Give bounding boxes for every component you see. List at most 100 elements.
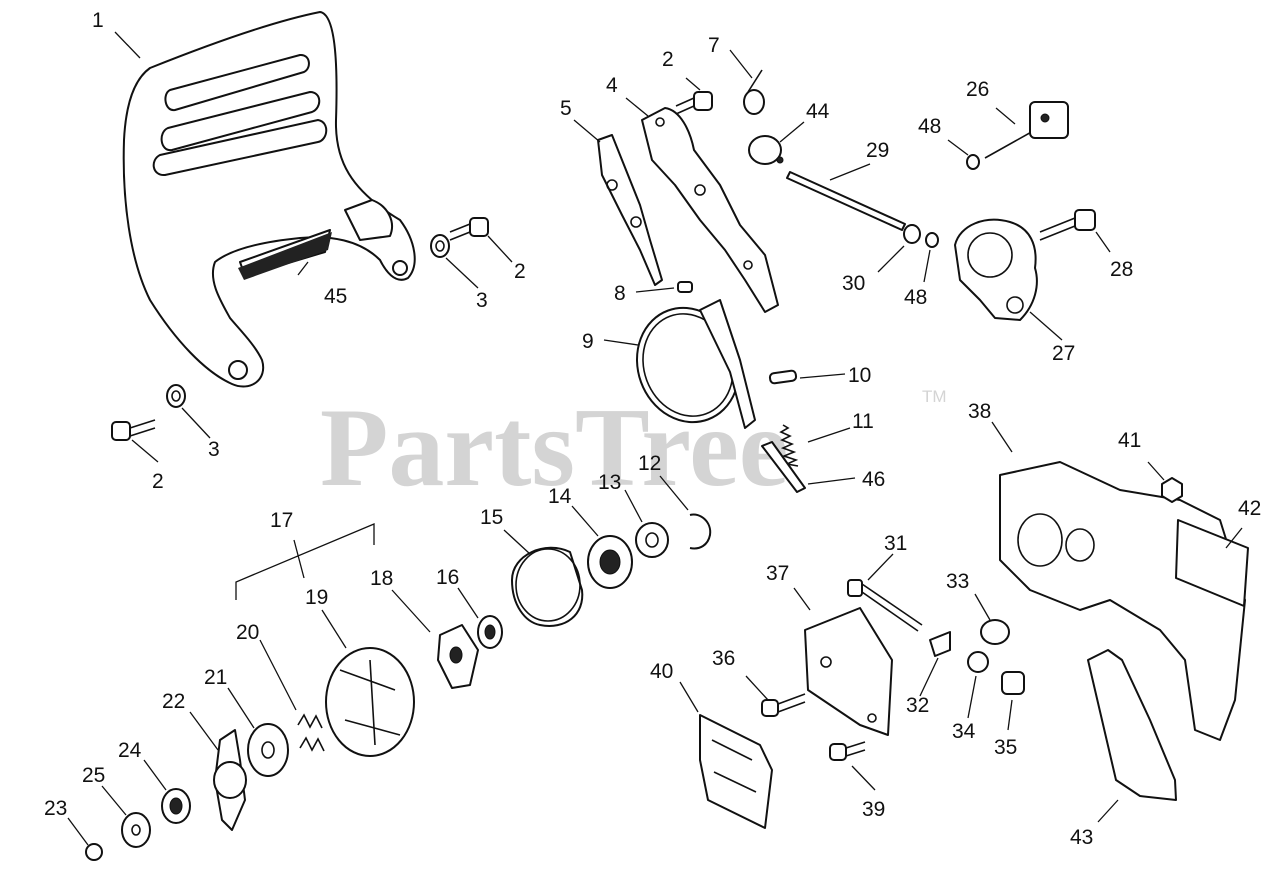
- part-44-knob-icon: [748, 135, 784, 165]
- part-39-bolt-icon: [829, 741, 866, 761]
- part-18-clutch-hub-icon: [437, 624, 479, 689]
- bolt-28-icon: [1039, 209, 1096, 241]
- callout-44: 44: [806, 100, 830, 123]
- part-40-guide-plate-icon: [699, 714, 773, 829]
- part-32-nut-icon: [929, 631, 951, 657]
- bolt-2a-icon: [111, 419, 156, 441]
- callout-45: 45: [324, 285, 347, 308]
- part-12-e-clip-icon: [689, 513, 712, 550]
- callout-39: 39: [862, 798, 885, 821]
- part-23-clip-icon: [85, 843, 103, 861]
- callout-18: 18: [370, 567, 393, 590]
- callout-34: 34: [952, 720, 976, 743]
- callout-28: 28: [1110, 258, 1133, 281]
- callout-46: 46: [862, 468, 885, 491]
- callout-10: 10: [848, 364, 871, 387]
- callout-5: 5: [560, 97, 572, 120]
- part-9-brake-band: [635, 299, 756, 429]
- callout-13: 13: [598, 471, 621, 494]
- part-45-label-decal: [238, 232, 332, 280]
- part-13-washer-icon: [635, 522, 669, 558]
- callout-35: 35: [994, 736, 1017, 759]
- callout-7: 7: [708, 34, 720, 57]
- callout-42: 42: [1238, 497, 1261, 520]
- part-16-bearing-icon: [477, 615, 503, 649]
- callout-20: 20: [236, 621, 259, 644]
- part-48a-oring-icon: [925, 232, 939, 248]
- callout-30: 30: [842, 272, 865, 295]
- bolt-2b-icon: [449, 217, 489, 241]
- collar-3b-icon: [430, 234, 450, 258]
- callout-4: 4: [606, 74, 618, 97]
- part-20-springs-icon: [297, 713, 325, 752]
- part-41-nut-icon: [1161, 477, 1183, 503]
- part-19-clutch-shoe-icon: [325, 647, 415, 757]
- callout-14: 14: [548, 485, 572, 508]
- callout-3: 3: [476, 289, 488, 312]
- callout-numbers: 1 2 3 3 2 45 2 4 5 7 44 8 9 10 11 46 12 …: [44, 9, 1261, 849]
- part-1-hand-guard: [122, 11, 416, 388]
- watermark-trademark: TM: [922, 387, 947, 406]
- part-14-sprocket-icon: [587, 535, 633, 589]
- callout-21: 21: [204, 666, 227, 689]
- part-24-nut-icon: [161, 788, 191, 824]
- callout-23: 23: [44, 797, 67, 820]
- part-46-retainer-icon: [761, 441, 806, 493]
- callout-2: 2: [514, 260, 526, 283]
- part-43-catcher-icon: [1087, 649, 1177, 801]
- callout-38: 38: [968, 400, 991, 423]
- callout-15: 15: [480, 506, 503, 529]
- part-5-brake-plate: [597, 134, 663, 286]
- part-35-tensioner-icon: [1001, 671, 1025, 695]
- callout-37: 37: [766, 562, 789, 585]
- part-25-washer-icon: [121, 812, 151, 848]
- part-8-pin-icon: [677, 281, 693, 293]
- part-36-bolt-icon: [761, 693, 806, 717]
- part-29-rod-icon: [786, 171, 906, 231]
- callout-22: 22: [162, 690, 185, 713]
- callout-19: 19: [305, 586, 328, 609]
- part-21-washer-icon: [247, 723, 289, 777]
- callout-26: 26: [966, 78, 989, 101]
- callout-29: 29: [866, 139, 889, 162]
- part-31-stud-icon: [847, 579, 923, 632]
- part-34-nut-icon: [967, 651, 989, 673]
- callout-2: 2: [662, 48, 674, 71]
- callout-11: 11: [852, 410, 874, 433]
- callout-33: 33: [946, 570, 969, 593]
- part-22-clutch-cover-icon: [213, 729, 247, 831]
- callout-48: 48: [904, 286, 927, 309]
- callout-17: 17: [270, 509, 293, 532]
- bolt-2c-icon: [675, 91, 713, 115]
- part-4-brake-lever: [641, 107, 779, 313]
- callout-9: 9: [582, 330, 594, 353]
- leader-lines: [67, 31, 1243, 846]
- part-33-adjuster-icon: [980, 619, 1010, 645]
- callout-2: 2: [152, 470, 164, 493]
- part-11-spring-icon: [779, 424, 799, 467]
- part-30-gear-icon: [903, 224, 921, 244]
- callout-24: 24: [118, 739, 142, 762]
- part-48b-oring-icon: [966, 154, 980, 170]
- callout-27: 27: [1052, 342, 1075, 365]
- callout-41: 41: [1118, 429, 1141, 452]
- callout-40: 40: [650, 660, 673, 683]
- part-42-decal-icon: [1175, 519, 1249, 607]
- collar-3a-icon: [166, 384, 186, 408]
- callout-43: 43: [1070, 826, 1093, 849]
- callout-48: 48: [918, 115, 941, 138]
- callout-36: 36: [712, 647, 735, 670]
- callout-31: 31: [884, 532, 907, 555]
- part-10-pin-icon: [768, 369, 798, 385]
- part-26-pump-plunger-icon: [984, 101, 1069, 159]
- part-7-spring-clip-icon: [743, 69, 765, 115]
- callout-8: 8: [614, 282, 626, 305]
- part-27-oil-pump-body: [954, 218, 1038, 321]
- callout-32: 32: [906, 694, 929, 717]
- callout-1: 1: [92, 9, 104, 32]
- callout-3: 3: [208, 438, 220, 461]
- callout-12: 12: [638, 452, 661, 475]
- callout-16: 16: [436, 566, 459, 589]
- part-15-clutch-drum-icon: [511, 546, 584, 627]
